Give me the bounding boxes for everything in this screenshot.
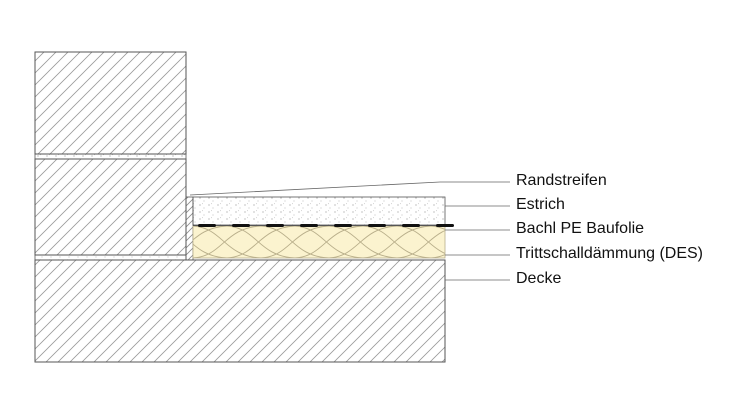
wall-upper [34,51,187,155]
foil-mark [402,224,420,227]
wall-joint-upper [34,153,187,160]
label-pe-baufolie: Bachl PE Baufolie [516,220,645,237]
label-randstreifen: Randstreifen [516,172,607,189]
foil-mark [334,224,352,227]
insulation-loop [362,226,432,258]
insulation-layer [192,225,446,259]
foil-mark [368,224,386,227]
label-decke: Decke [516,270,562,287]
screed-estrich [192,196,446,226]
leader-lines [189,181,510,281]
insulation-loop [226,226,296,258]
insulation-loop [328,226,398,258]
insulation-loop [260,226,330,258]
insulation-loops [193,226,445,258]
foil-mark [198,224,216,227]
insulation-loop [193,226,228,258]
foil-mark [232,224,250,227]
insulation-loop [430,226,445,258]
label-trittschalldaemmung: Trittschalldämmung (DES) [516,245,704,262]
wall-joint-lower [34,254,187,261]
foil-mark [436,224,454,227]
foil-mark [266,224,284,227]
slab-decke [34,259,446,363]
wall-lower [34,158,187,256]
foil-mark [300,224,318,227]
leader-randstreifen [189,181,510,196]
insulation-loop [294,226,364,258]
insulation-loop [193,226,262,258]
insulation-loop [396,226,445,258]
label-estrich: Estrich [516,196,565,213]
foil-marks [198,224,454,227]
edge-strip [185,196,194,261]
